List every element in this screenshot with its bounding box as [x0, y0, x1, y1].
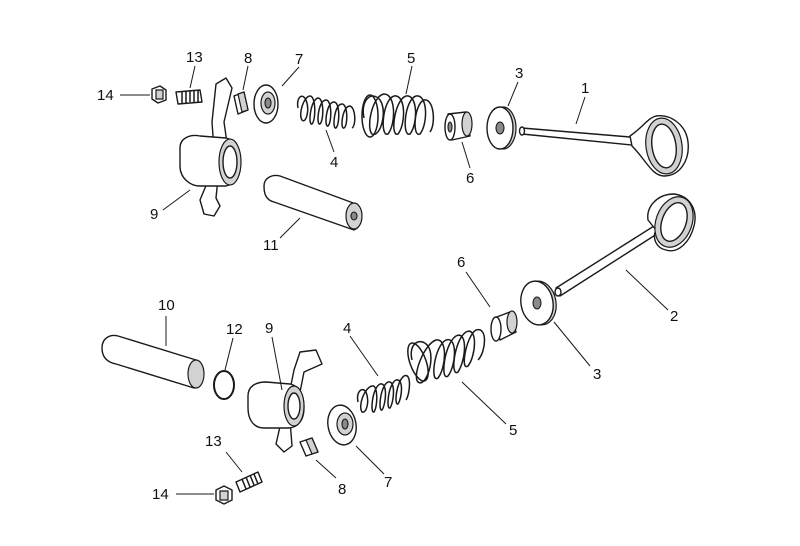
rocker-shaft-10 [101, 334, 205, 389]
callout-9: 9 [150, 206, 158, 223]
callout-14: 14 [97, 87, 114, 104]
callout-12: 12 [226, 321, 243, 338]
callout-9-lower: 9 [265, 320, 273, 337]
callout-7-lower: 7 [384, 474, 392, 491]
callout-14-lower: 14 [152, 486, 169, 503]
callout-labels: 1 3 5 7 8 13 14 9 4 6 11 6 2 10 12 9 4 3… [97, 49, 678, 503]
valve-cotter-8-lower [299, 437, 319, 457]
callout-7: 7 [295, 51, 303, 68]
valve-2 [554, 193, 696, 297]
spring-retainer-7-lower [327, 404, 357, 446]
rocker-shaft-11 [263, 174, 363, 231]
adjust-screw-13-lower [235, 471, 263, 493]
valve-seal-6 [444, 111, 473, 141]
rocker-arm-9-lower [247, 349, 323, 453]
valve-1 [518, 115, 689, 177]
callout-1: 1 [581, 80, 589, 97]
callout-5-lower: 5 [509, 422, 517, 439]
callout-3: 3 [515, 65, 523, 82]
callout-4: 4 [330, 154, 338, 171]
callout-6: 6 [466, 170, 474, 187]
lock-nut-14-lower [215, 485, 233, 505]
callout-2: 2 [670, 308, 678, 325]
callout-8-lower: 8 [338, 481, 346, 498]
callout-13: 13 [186, 49, 203, 66]
valve-seal-6-lower [490, 310, 518, 342]
leader-lines [120, 65, 669, 495]
callout-8: 8 [244, 50, 252, 67]
callout-3-lower: 3 [593, 366, 601, 383]
callout-5: 5 [407, 50, 415, 67]
spring-retainer-7 [253, 84, 279, 124]
inner-spring-4 [296, 95, 356, 129]
valve-cotter-8 [233, 91, 249, 115]
callout-13-lower: 13 [205, 433, 222, 450]
lock-nut-14 [151, 85, 167, 104]
inner-spring-4-lower [356, 374, 411, 413]
callout-6-lower: 6 [457, 254, 465, 271]
callout-10: 10 [158, 297, 175, 314]
washer-3 [486, 106, 517, 150]
outer-spring-5-lower [407, 329, 486, 384]
rocker-arm-9 [179, 77, 242, 217]
o-ring-12 [213, 370, 235, 400]
adjust-screw-13 [175, 89, 203, 105]
outer-spring-5 [361, 93, 435, 138]
washer-3-lower [520, 280, 557, 326]
callout-11: 11 [263, 237, 279, 254]
callout-4-lower: 4 [343, 320, 351, 337]
